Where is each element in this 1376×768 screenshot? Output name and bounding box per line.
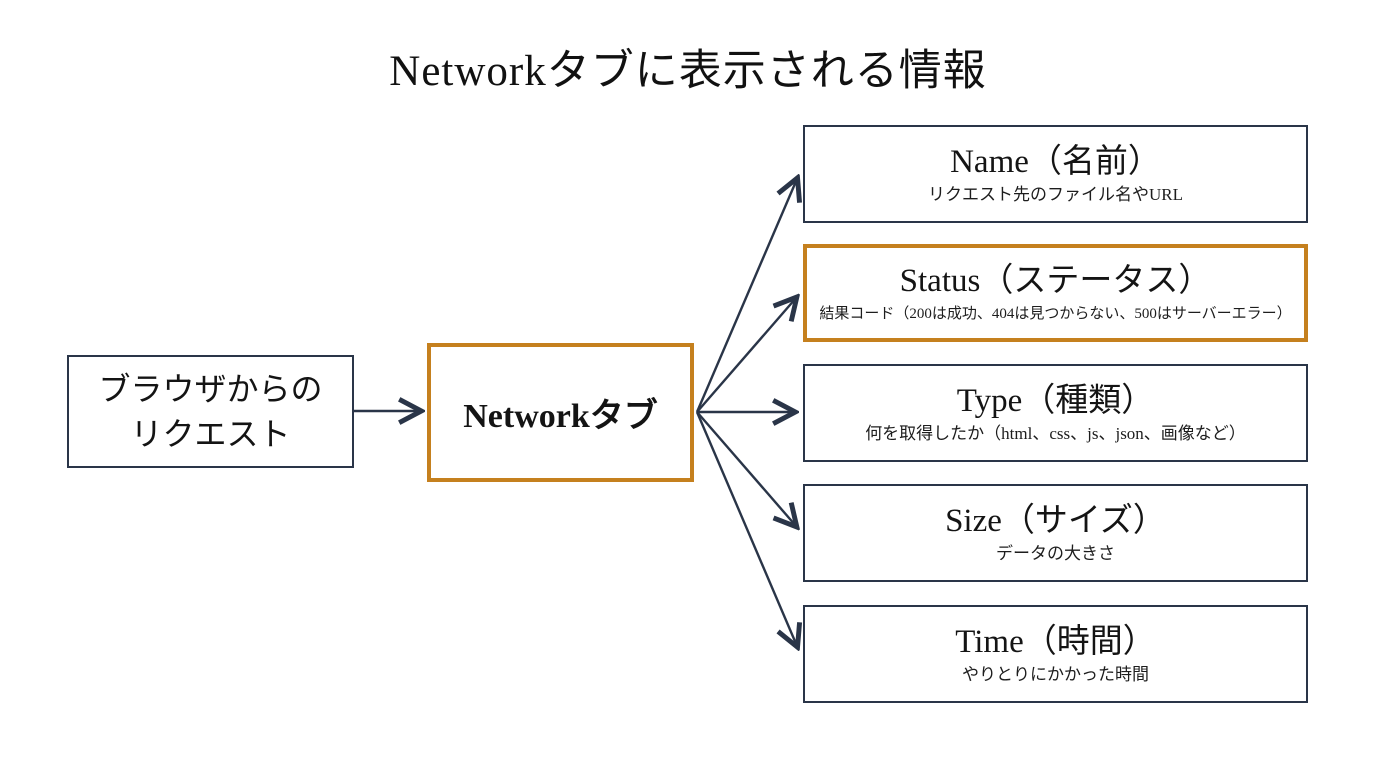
edge-network-to-time xyxy=(695,411,797,646)
diagram-title: Networkタブに表示される情報 xyxy=(389,48,987,95)
node-size-subtitle: データの大きさ xyxy=(996,544,1115,563)
edge-network-to-size xyxy=(696,411,796,526)
node-type-title: Type（種類） xyxy=(956,383,1155,419)
node-browser-request: ブラウザからの リクエスト xyxy=(67,355,354,468)
edge-network-to-name xyxy=(695,179,797,413)
node-network-tab-label: Networkタブ xyxy=(463,398,658,435)
node-status: Status（ステータス） 結果コード（200は成功、404は見つからない、50… xyxy=(803,244,1308,342)
node-size-title: Size（サイズ） xyxy=(945,503,1166,539)
node-name: Name（名前） リクエスト先のファイル名やURL xyxy=(803,125,1308,223)
edge-network-to-status xyxy=(696,298,796,413)
node-status-subtitle: 結果コード（200は成功、404は見つからない、500はサーバーエラー） xyxy=(819,306,1292,322)
node-time-title: Time（時間） xyxy=(955,624,1156,660)
node-browser-request-line2: リクエスト xyxy=(130,415,291,452)
node-status-title: Status（ステータス） xyxy=(899,263,1212,299)
node-time-subtitle: やりとりにかかった時間 xyxy=(962,665,1149,684)
node-name-title: Name（名前） xyxy=(950,144,1161,180)
node-size: Size（サイズ） データの大きさ xyxy=(803,484,1308,582)
node-type-subtitle: 何を取得したか（html、css、js、json、画像など） xyxy=(865,424,1246,443)
node-name-subtitle: リクエスト先のファイル名やURL xyxy=(928,185,1183,204)
node-type: Type（種類） 何を取得したか（html、css、js、json、画像など） xyxy=(803,364,1308,462)
node-browser-request-line1: ブラウザからの xyxy=(98,370,323,407)
node-time: Time（時間） やりとりにかかった時間 xyxy=(803,605,1308,703)
node-network-tab: Networkタブ xyxy=(427,343,694,482)
